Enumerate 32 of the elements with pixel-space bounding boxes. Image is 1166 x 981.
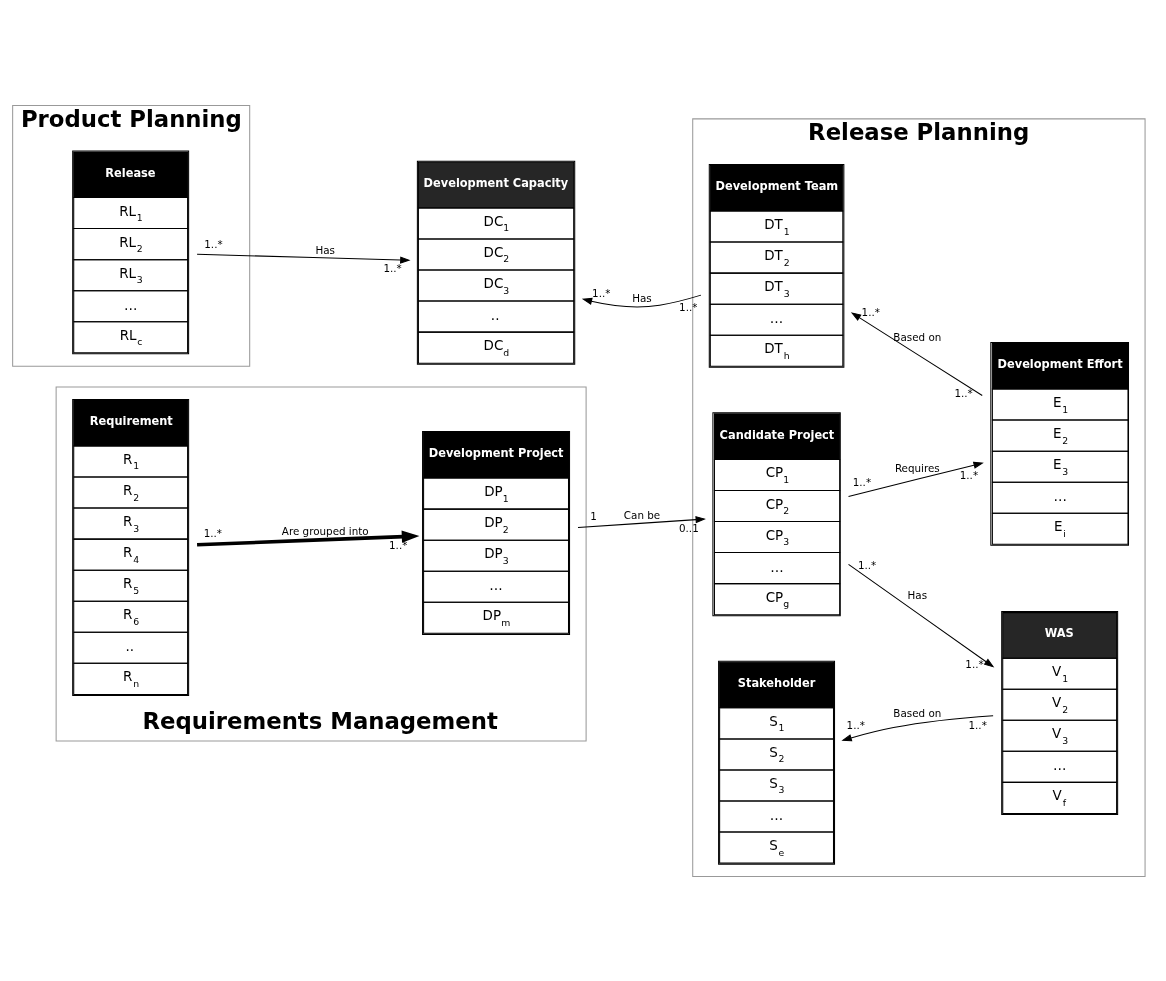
label: 1..* xyxy=(965,657,984,670)
edge-label: Based on xyxy=(893,330,942,343)
label: 0..1 xyxy=(679,521,699,534)
arrow xyxy=(848,461,984,497)
label: 1 xyxy=(590,509,597,522)
edge-label: Has xyxy=(907,588,928,601)
arrow xyxy=(581,294,702,307)
edge-label: Are grouped into xyxy=(281,524,369,537)
label: 1..* xyxy=(846,718,865,731)
arrow xyxy=(848,563,995,668)
label: 1..* xyxy=(679,300,698,313)
label: 1..* xyxy=(204,237,223,250)
label: 1..* xyxy=(383,261,402,274)
edge-label: Requires xyxy=(894,461,940,474)
arrow xyxy=(197,529,420,547)
arrow xyxy=(841,714,994,741)
arrow xyxy=(850,311,983,396)
edge-label: Based on xyxy=(893,706,942,719)
label: 1..* xyxy=(968,718,987,731)
edge-label: Has xyxy=(315,243,336,256)
label: 1..* xyxy=(389,538,408,551)
label: 1..* xyxy=(861,305,880,318)
edge-label: Has xyxy=(632,291,652,304)
label: 1..* xyxy=(592,286,611,299)
arrow xyxy=(196,253,411,264)
label: 1..* xyxy=(959,468,979,481)
label: 1..* xyxy=(852,475,872,488)
label: 1..* xyxy=(857,558,877,571)
label: 1..* xyxy=(954,386,973,399)
arrow xyxy=(577,515,706,528)
edge-label: Can be xyxy=(623,508,661,521)
label: 1..* xyxy=(203,526,222,539)
